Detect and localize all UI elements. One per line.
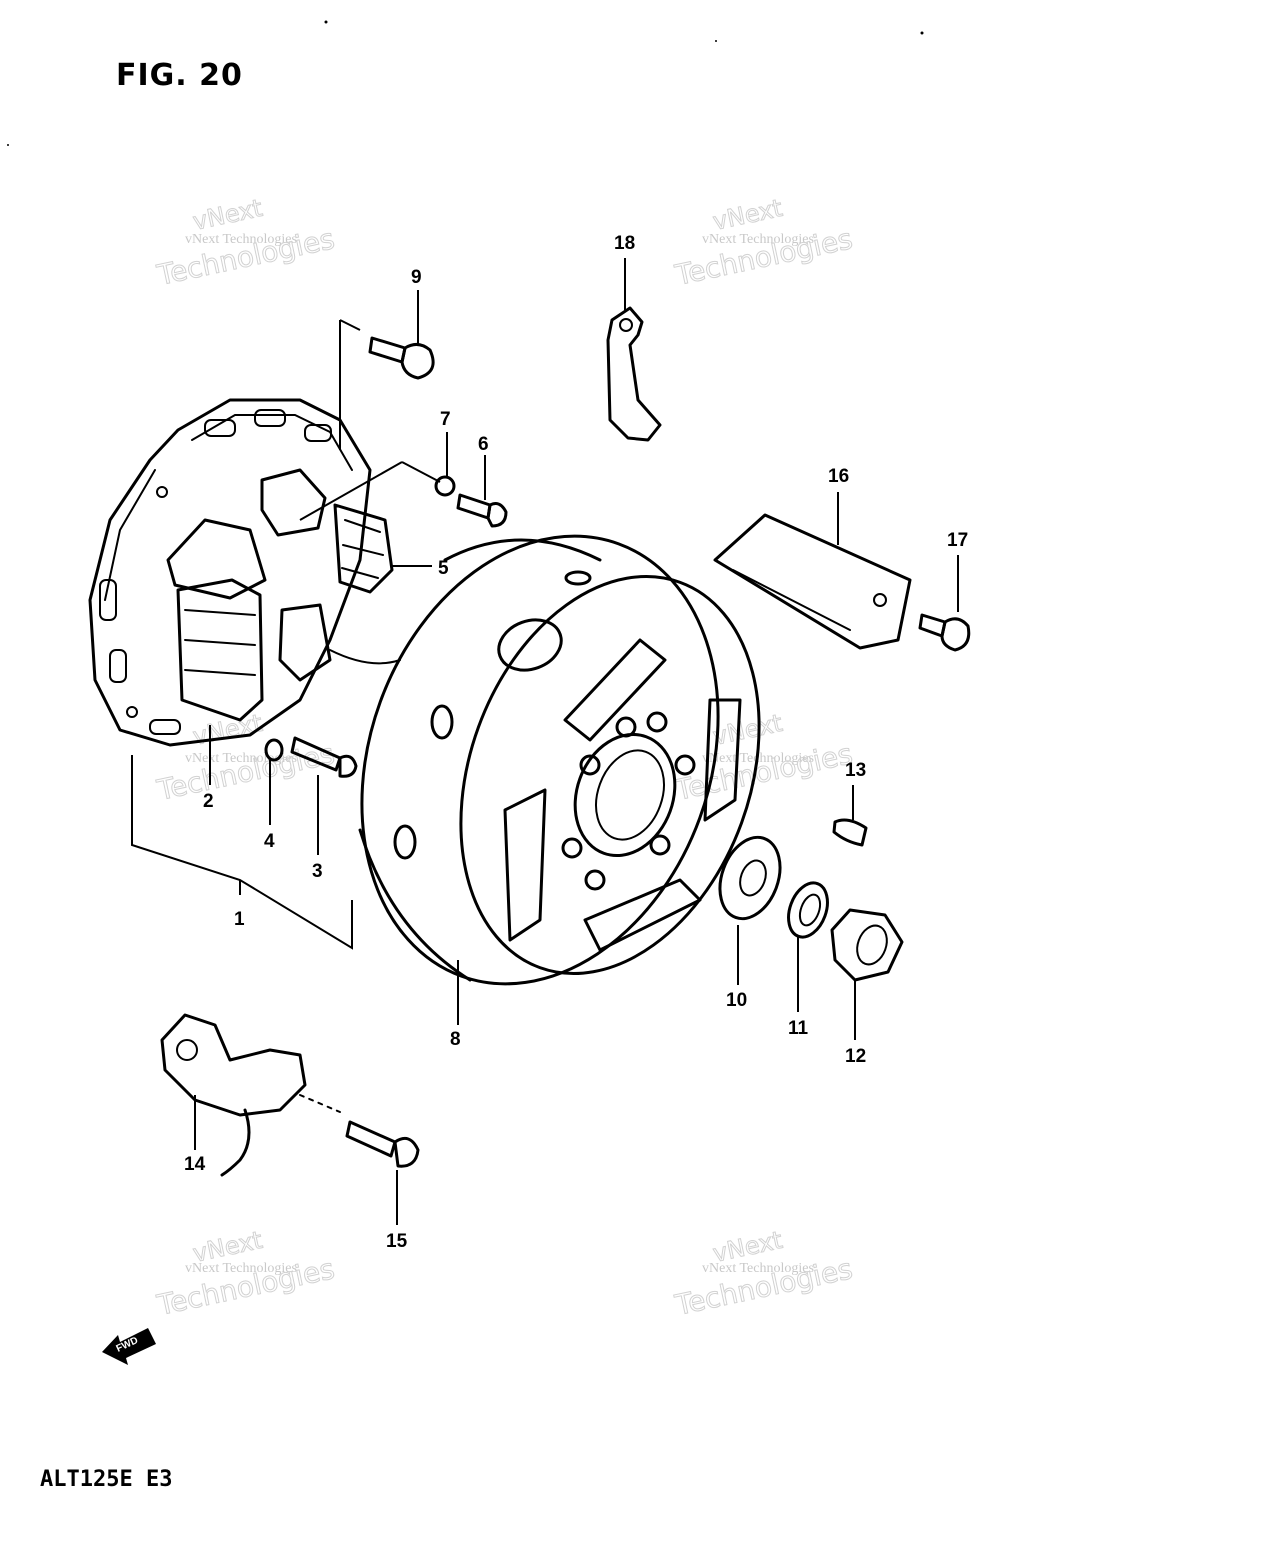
washer-7 [434, 475, 456, 497]
callout-1: 1 [234, 909, 245, 930]
watermark-bottom-left: vNext vNext Technologies Technologies [153, 1225, 338, 1322]
watermark-mid-right: vNext vNext Technologies Technologies [671, 708, 856, 807]
svg-text:vNext Technologies: vNext Technologies [185, 1261, 297, 1276]
model-code: ALT125E E3 [40, 1467, 173, 1492]
watermark-top-left: vNext vNext Technologies Technologies [153, 193, 338, 292]
screw-15 [299, 1094, 420, 1168]
callout-10: 10 [726, 990, 747, 1011]
callout-9: 9 [411, 267, 422, 288]
callout-2: 2 [203, 791, 214, 812]
fwd-arrow-icon: FWD [102, 1328, 156, 1365]
watermark-bottom-right: vNext vNext Technologies Technologies [671, 1225, 856, 1322]
callout-4: 4 [264, 831, 275, 852]
callout-18: 18 [614, 233, 635, 254]
callout-13: 13 [845, 760, 866, 781]
svg-text:vNext: vNext [190, 194, 264, 236]
svg-text:vNext Technologies: vNext Technologies [185, 232, 297, 247]
washer-4 [264, 738, 284, 762]
washer-10 [718, 835, 782, 921]
nut-12 [830, 908, 904, 982]
screw-9 [368, 336, 435, 380]
callout-17: 17 [947, 530, 968, 551]
svg-text:Technologies: Technologies [672, 737, 856, 807]
screw-17 [918, 613, 971, 652]
callout-15: 15 [386, 1231, 408, 1252]
lock-washer-11 [787, 881, 829, 939]
figure-title: FIG. 20 [116, 58, 243, 93]
watermark-top-right: vNext vNext Technologies Technologies [671, 193, 856, 292]
callout-labels: 1 2 3 4 5 6 7 8 9 10 11 12 13 14 15 16 1… [184, 233, 968, 1252]
pickup-coil-14 [160, 1013, 307, 1177]
callout-5: 5 [438, 558, 449, 579]
callout-6: 6 [478, 434, 489, 455]
svg-text:vNext: vNext [710, 194, 784, 236]
key-13 [832, 818, 868, 847]
callout-8: 8 [450, 1029, 461, 1050]
callout-12: 12 [845, 1046, 866, 1067]
screw-6 [456, 493, 508, 528]
callout-7: 7 [440, 409, 451, 430]
leader-lines [131, 258, 959, 1225]
callout-16: 16 [828, 466, 849, 487]
svg-text:vNext Technologies: vNext Technologies [702, 1261, 814, 1276]
stator-assembly [88, 398, 401, 747]
svg-text:Technologies: Technologies [154, 737, 338, 807]
svg-text:vNext Technologies: vNext Technologies [702, 232, 814, 247]
flywheel-rotor [358, 534, 761, 986]
screw-3 [290, 736, 358, 778]
svg-text:vNext Technologies: vNext Technologies [185, 751, 297, 766]
callout-3: 3 [312, 861, 323, 882]
callout-14: 14 [184, 1154, 206, 1175]
cover-16 [713, 513, 912, 650]
svg-text:vNext: vNext [710, 709, 784, 751]
clip-18 [606, 306, 662, 442]
callout-11: 11 [788, 1018, 809, 1039]
